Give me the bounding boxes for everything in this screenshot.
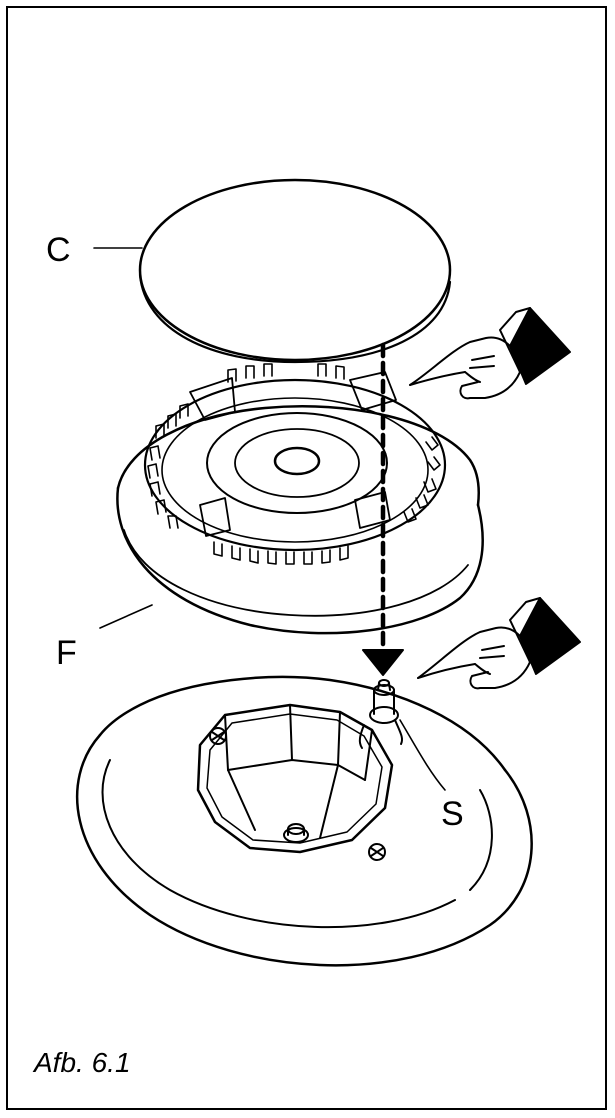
pointing-hand-icon xyxy=(417,597,581,690)
pointing-hand-icon xyxy=(409,307,571,400)
flame-spreader xyxy=(116,363,484,635)
spark-plug xyxy=(358,679,404,749)
label-flame-spreader: F xyxy=(56,634,77,672)
hob-base xyxy=(75,675,533,967)
leader-line-s xyxy=(399,719,446,791)
burner-cap xyxy=(138,178,452,364)
leader-lines xyxy=(93,247,446,791)
leader-line-f xyxy=(99,604,153,629)
label-spark-plug: S xyxy=(441,795,464,833)
down-arrow-icon xyxy=(362,342,404,676)
screw-icon xyxy=(368,843,386,861)
label-cap: C xyxy=(46,231,71,269)
figure-caption: Afb. 6.1 xyxy=(34,1047,131,1078)
burner-cup xyxy=(196,703,394,854)
